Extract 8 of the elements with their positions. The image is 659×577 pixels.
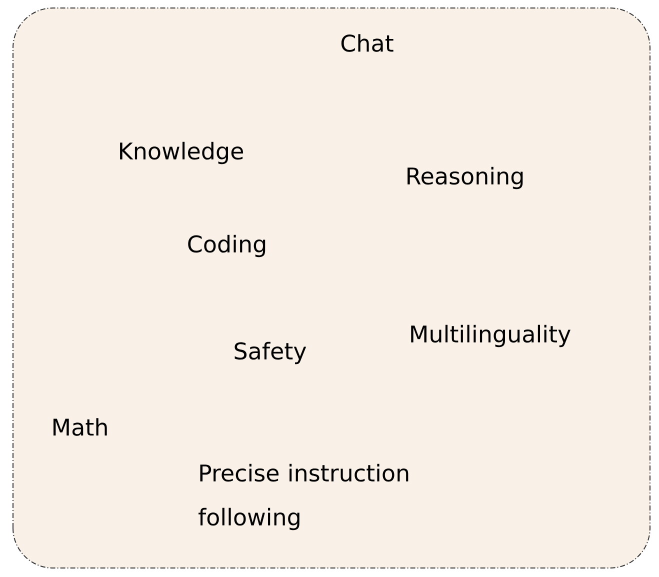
label-text: Math: [54, 418, 107, 436]
label-text: Safety: [234, 342, 306, 364]
label-text: Precise instruction following: [198, 464, 408, 530]
label-text: Reasoning: [408, 166, 523, 190]
label-text: Chat: [341, 34, 394, 52]
label-text: Coding: [188, 234, 266, 258]
label-text: Multilinguality: [411, 324, 570, 348]
label-text: Knowledge: [120, 142, 244, 164]
